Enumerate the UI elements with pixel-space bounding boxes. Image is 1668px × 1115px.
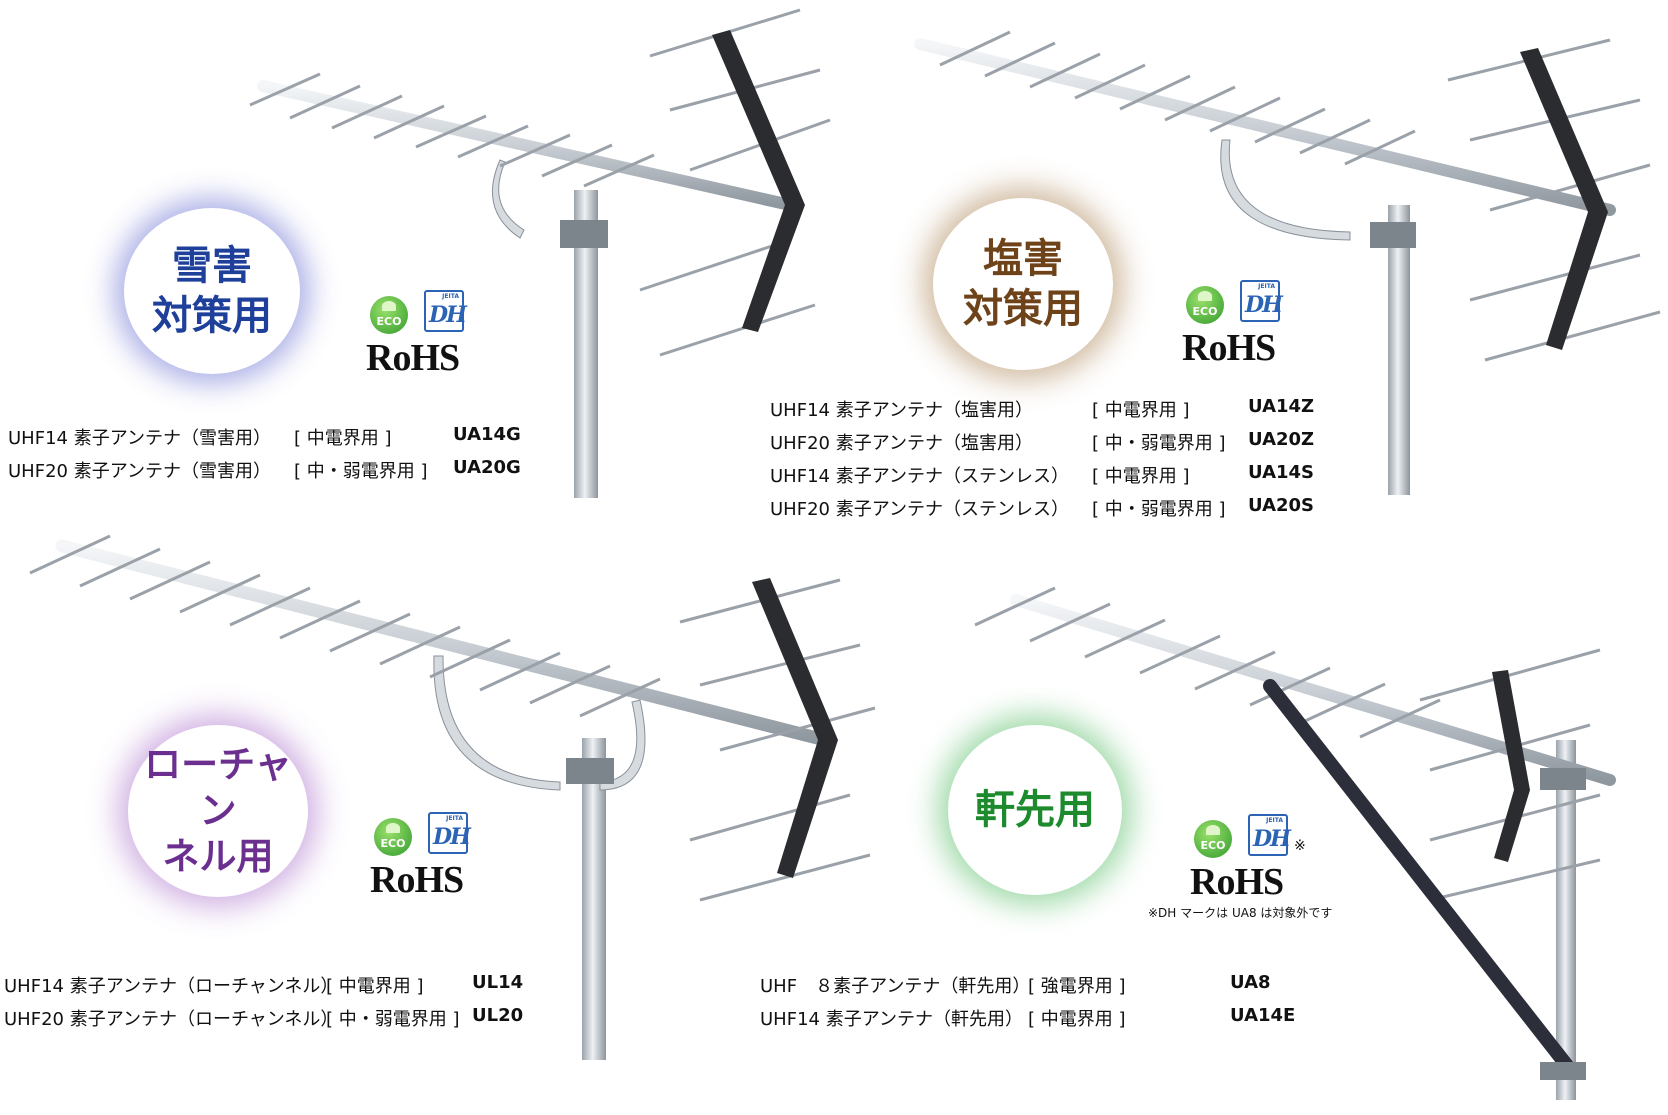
- eco-logo-icon: ECO: [370, 296, 408, 334]
- badge-salt-damage: 塩害 対策用: [933, 198, 1113, 370]
- badge-snow-damage: 雪害 対策用: [124, 208, 300, 374]
- eco-logo-icon: ECO: [1186, 286, 1224, 324]
- antenna-snow: [249, 8, 831, 498]
- reference-mark: ※: [1294, 838, 1306, 854]
- badge-low-channel: ローチャン ネル用: [128, 725, 308, 897]
- antenna-lowchannel: [29, 534, 876, 1060]
- badge-eaves: 軒先用: [948, 725, 1122, 895]
- rohs-logo: RoHS: [1190, 861, 1284, 903]
- antenna-eave: [974, 586, 1616, 1100]
- rohs-logo: RoHS: [366, 337, 460, 379]
- dh-mark-note: ※DH マークは UA8 は対象外です: [1148, 906, 1333, 920]
- antenna-salt: [914, 30, 1661, 495]
- rohs-logo: RoHS: [1182, 327, 1276, 369]
- rohs-logo: RoHS: [370, 859, 464, 901]
- eco-logo-icon: ECO: [374, 818, 412, 856]
- eco-logo-icon: ECO: [1194, 820, 1232, 858]
